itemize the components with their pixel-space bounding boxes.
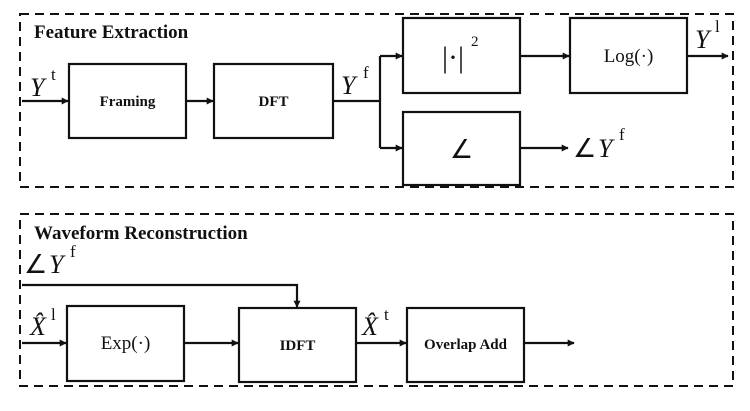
svg-text:∠: ∠ [24,250,47,280]
phase-input-wire [22,283,301,308]
feature-extraction-title: Feature Extraction [34,22,189,43]
signal-phase-input-label: ∠ Y f [24,242,76,280]
signal-spectrum-label: Y f [341,63,369,100]
signal-log-output-label: Y l [695,17,720,54]
svg-text:∠: ∠ [573,134,596,164]
magnitude-squared-block [401,16,522,95]
svg-text:|·|: |·| [442,41,464,74]
svg-text:Y: Y [49,250,66,279]
overlap-add-label: Overlap Add [424,337,508,353]
signal-recon-input-label: X̂ l [29,305,56,341]
svg-text:t: t [384,305,389,324]
svg-text:2: 2 [471,34,479,50]
exp-block [65,304,186,383]
svg-text:Y: Y [341,71,358,100]
signal-phase-output-label: ∠ Y f [573,125,625,164]
log-label: Log(·) [604,46,654,67]
svg-text:l: l [715,17,720,36]
svg-text:t: t [51,65,56,84]
svg-text:l: l [51,305,56,324]
svg-text:X̂: X̂ [361,312,379,341]
waveform-reconstruction-frame [19,213,734,387]
svg-text:f: f [619,125,625,144]
signal-recon-time-label: X̂ t [361,305,389,341]
framing-label: Framing [100,94,156,110]
svg-text:Y: Y [598,134,615,163]
signal-input-label: Y t [30,65,56,102]
svg-text:X̂: X̂ [29,312,47,341]
log-block [568,16,689,95]
svg-text:Y: Y [30,73,47,102]
svg-text:f: f [363,63,369,82]
svg-text:f: f [70,242,76,261]
angle-block [401,110,522,187]
idft-block [237,306,358,384]
waveform-reconstruction-title: Waveform Reconstruction [34,223,248,244]
idft-label: IDFT [280,338,316,354]
dft-label: DFT [259,94,289,110]
feature-extraction-frame [19,13,734,188]
framing-block [67,62,188,140]
svg-text:Y: Y [695,25,712,54]
exp-label: Exp(·) [101,333,151,354]
overlap-add-block [405,306,526,384]
magnitude-squared-label: |·| 2 [442,34,479,74]
angle-label: ∠ [450,135,473,165]
